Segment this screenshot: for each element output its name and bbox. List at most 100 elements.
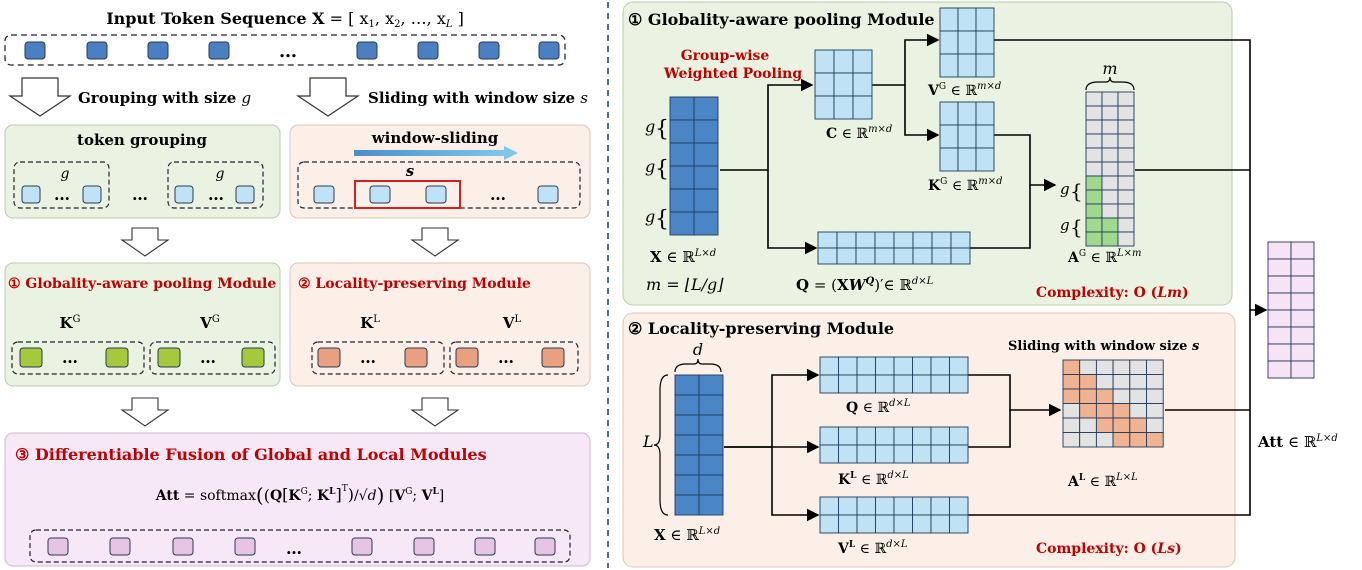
g-brace-1: {: [655, 117, 669, 142]
ql-label: Q ∈ ℝd×L: [846, 398, 911, 416]
global-token: [105, 347, 129, 368]
vl-token-box: [449, 341, 579, 375]
att-matrix: [1267, 241, 1315, 379]
ag-g-label-2: g: [1060, 216, 1070, 234]
output-token: [351, 537, 373, 556]
m-brace: [1085, 76, 1135, 91]
xl-label: X ∈ ℝL×d: [654, 526, 720, 544]
input-sequence-box: [4, 34, 566, 66]
input-token: [417, 41, 439, 60]
x-matrix-global: [669, 96, 719, 236]
vl-label: VL: [502, 314, 522, 332]
kg-detail-label: KG ∈ ℝm×d: [928, 176, 1003, 194]
local-kv-tokens: ……: [317, 347, 565, 368]
group-ellipsis: …: [132, 185, 148, 204]
output-token: [47, 537, 69, 556]
global-module-panel: [4, 262, 281, 387]
g-brace-label-2: g: [645, 157, 655, 176]
left-panel: Input Token Sequence X = [ x1, x2, …, xL…: [4, 9, 591, 567]
sliding-token: [425, 185, 447, 204]
window-frame: [354, 180, 461, 209]
input-token: [356, 41, 378, 60]
sliding-token: [537, 185, 559, 204]
window-sliding-arrow-shaft: [354, 150, 504, 156]
local-token: [541, 347, 565, 368]
window-s-label: s: [406, 162, 415, 180]
global-connectors: [720, 33, 1251, 255]
global-token: [19, 347, 43, 368]
down-arrow-small-2: [410, 227, 460, 257]
group-g-label-1: g: [61, 166, 70, 182]
vg-token-box: [149, 341, 276, 375]
window-sliding-panel: [289, 124, 591, 219]
local-detail-title: ② Locality-preserving Module: [628, 319, 894, 338]
down-arrow-small-3: [120, 397, 170, 427]
vg-detail-label: VG ∈ ℝm×d: [927, 81, 1001, 99]
l-brace-label: L: [642, 432, 654, 451]
input-token: [147, 41, 169, 60]
g-brace-label-1: g: [645, 117, 655, 136]
window-sliding-arrow-head: [504, 146, 518, 160]
group-g-label-2: g: [216, 166, 225, 182]
down-arrow-grouping: [8, 77, 72, 117]
down-arrow-sliding: [296, 77, 360, 117]
q-global-label: Q = (XWQ)′∈ ℝd×L: [796, 276, 934, 294]
token-grouping-title: token grouping: [77, 131, 207, 149]
complexity-global: Complexity: O (Lm): [1036, 285, 1189, 301]
input-token: [24, 41, 46, 60]
m-equation: m = ⌊L/g⌋: [646, 275, 724, 294]
global-ellipsis: …: [62, 348, 78, 367]
kl-token-box: [311, 341, 445, 375]
group-token: [21, 185, 41, 204]
ag-g-brace-1: {: [1070, 179, 1083, 203]
x-label: X ∈ ℝL×d: [650, 248, 716, 266]
complexity-local: Complexity: O (Ls): [1036, 541, 1182, 557]
fusion-title: ③ Differentiable Fusion of Global and Lo…: [15, 445, 487, 464]
al-label: AL ∈ ℝL×L: [1067, 472, 1138, 490]
kl-matrix: [819, 426, 969, 464]
output-token: [109, 537, 131, 556]
token-grouping-panel: [4, 124, 281, 219]
sliding-label: Sliding with window size s: [368, 89, 588, 107]
output-token: [234, 537, 256, 556]
input-ellipsis: …: [279, 41, 297, 62]
input-token: [208, 41, 230, 60]
global-kv-tokens: ……: [19, 347, 265, 368]
ql-matrix: [819, 356, 969, 394]
sliding-window-title: Sliding with window size s: [1008, 339, 1200, 354]
local-token: [404, 347, 428, 368]
group-tokens: ………: [21, 185, 255, 204]
local-module-title: ② Locality-preserving Module: [298, 276, 531, 292]
right-panel: ① Globality-aware pooling Module Group-w…: [622, 1, 1338, 568]
g-brace-2: {: [655, 157, 669, 182]
fusion-formula: Att = softmax((Q[KG; KL]T)/√d) [VG; VL]: [155, 483, 444, 507]
g-brace-label-3: g: [645, 207, 655, 226]
vl-matrix: [819, 496, 969, 534]
group-ellipsis: …: [208, 185, 224, 204]
local-connectors: [724, 220, 1268, 522]
kg-token-box: [11, 341, 145, 375]
input-token: [478, 41, 500, 60]
fusion-panel: [4, 432, 591, 567]
input-sequence-title: Input Token Sequence X = [ x1, x2, …, xL…: [106, 9, 464, 30]
c-matrix: [814, 49, 873, 120]
down-arrow-small-1: [120, 227, 170, 257]
group-box-2: [167, 161, 264, 209]
group-token: [174, 185, 194, 204]
g-brace-3: {: [655, 207, 669, 232]
matrix-grids: [669, 7, 1315, 534]
window-sliding-title: window-sliding: [371, 129, 499, 147]
global-detail-title: ① Globality-aware pooling Module: [628, 10, 935, 29]
vg-label: VG: [199, 314, 220, 332]
output-tokens: …: [47, 537, 556, 558]
global-detail-panel: [622, 1, 1233, 306]
output-token: [413, 537, 435, 556]
q-matrix-global: [817, 231, 971, 265]
local-token: [455, 347, 479, 368]
global-token: [241, 347, 265, 368]
local-module-panel: [289, 262, 591, 387]
d-brace-label: d: [693, 340, 703, 359]
pooling-label-2: Weighted Pooling: [663, 66, 802, 82]
sliding-token: [369, 185, 391, 204]
